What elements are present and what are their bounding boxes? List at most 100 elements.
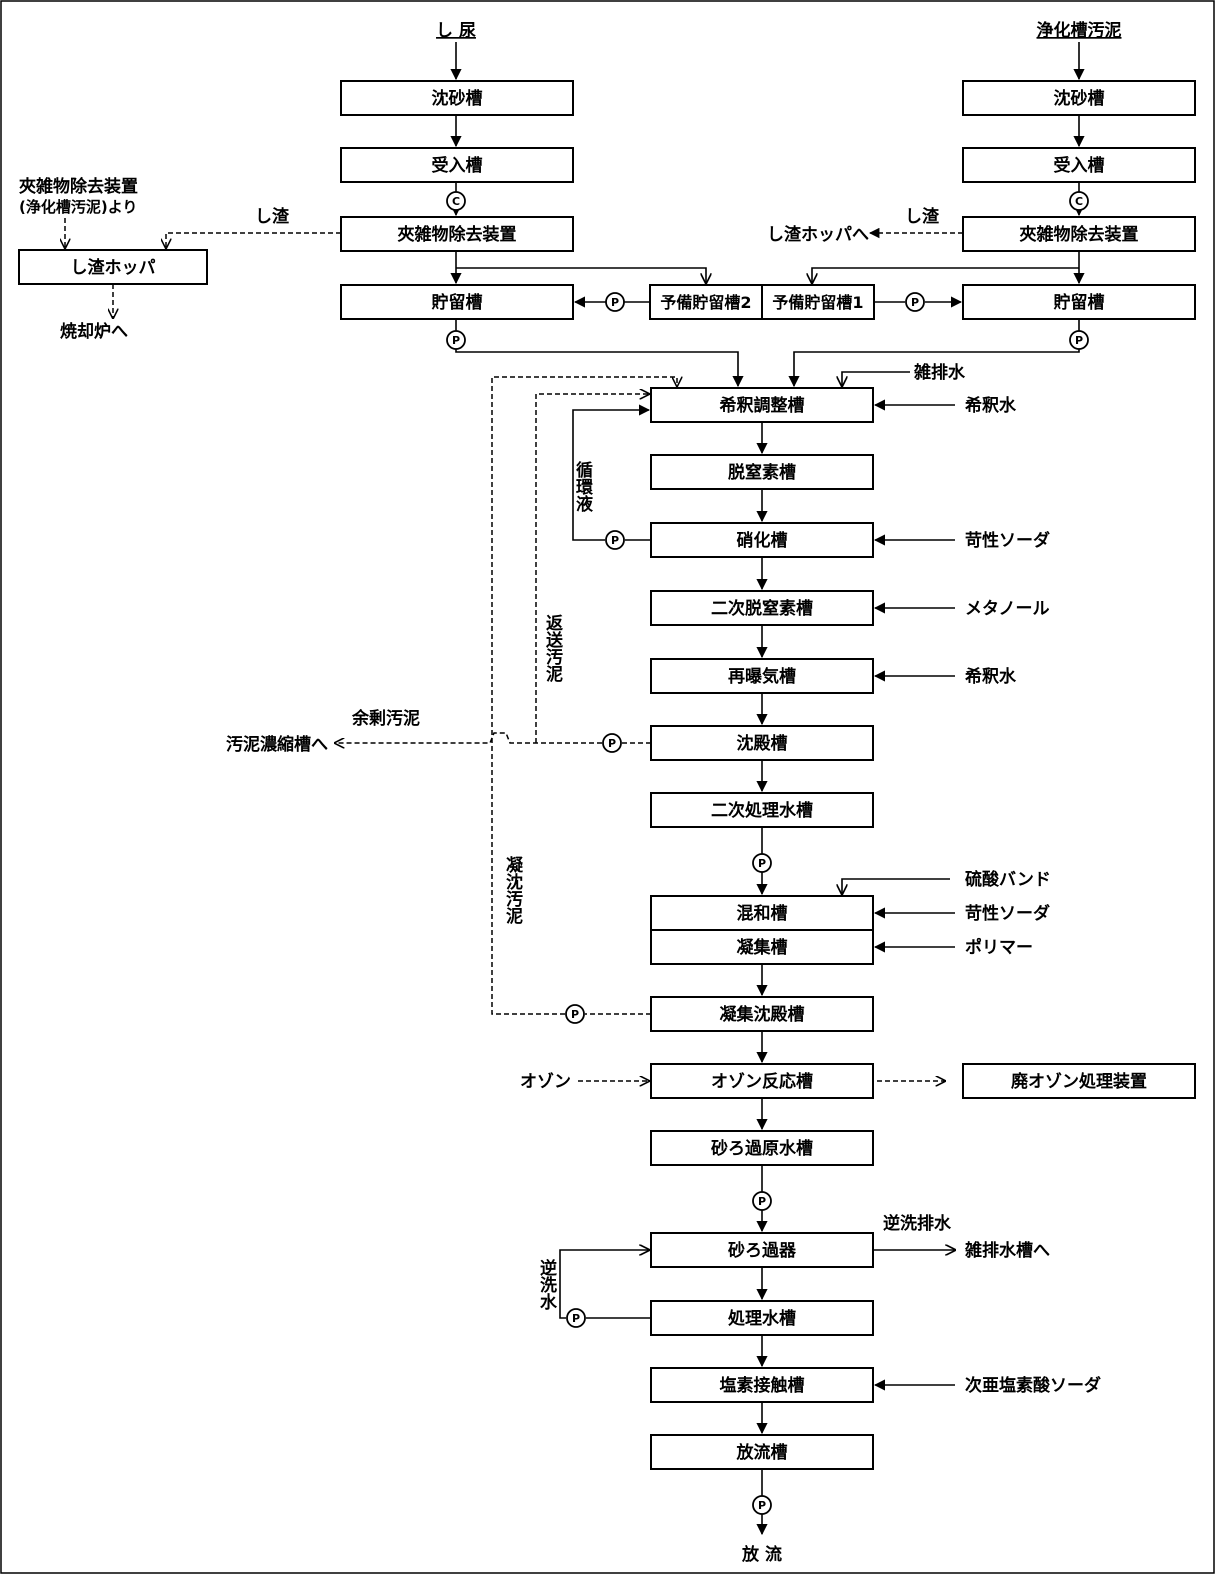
svg-text:硝化槽: 硝化槽 — [737, 530, 788, 551]
right-chinsa-box: 沈砂槽 — [962, 80, 1196, 116]
svg-text:希釈調整槽: 希釈調整槽 — [720, 395, 805, 416]
svg-text:P: P — [572, 1312, 580, 1325]
niji-datsu-box: 二次脱窒素槽 — [650, 590, 874, 626]
chem-methanol: メタノール — [965, 599, 1050, 619]
svg-text:貯留槽: 貯留槽 — [1054, 292, 1105, 313]
svg-text:予備貯留槽2: 予備貯留槽2 — [660, 293, 751, 312]
screenings-label-left: し渣 — [255, 206, 290, 227]
svg-text:沈殿槽: 沈殿槽 — [737, 733, 788, 754]
chem-zatsu-haisui: 雑排水 — [913, 362, 966, 383]
flow-hensou-odei: 返送汚泥 — [542, 614, 563, 683]
svg-text:廃オゾン処理装置: 廃オゾン処理装置 — [1011, 1071, 1147, 1092]
svg-text:し渣ホッパ: し渣ホッパ — [71, 257, 156, 278]
svg-text:二次脱窒素槽: 二次脱窒素槽 — [711, 598, 813, 619]
svg-text:P: P — [611, 534, 619, 547]
pump-icon: P — [752, 1191, 772, 1211]
chem-kishakusui-2: 希釈水 — [965, 666, 1017, 687]
horyu-box: 放流槽 — [650, 1434, 874, 1470]
from-johkaso-line1: 夾雑物除去装置 — [19, 176, 138, 197]
svg-text:P: P — [911, 296, 919, 309]
svg-text:オゾン反応槽: オゾン反応槽 — [711, 1071, 813, 1092]
pump-icon: P — [905, 292, 925, 312]
yobi1-box: 予備貯留槽1 — [761, 284, 875, 320]
svg-text:二次処理水槽: 二次処理水槽 — [711, 800, 813, 821]
crusher-icon: C — [446, 191, 466, 211]
left-chozou-box: 貯留槽 — [340, 284, 574, 320]
svg-text:塩素接触槽: 塩素接触槽 — [720, 1375, 805, 1396]
svg-text:P: P — [1075, 334, 1083, 347]
svg-text:P: P — [758, 1195, 766, 1208]
to-incinerator: 焼却炉へ — [60, 321, 128, 342]
svg-text:混和槽: 混和槽 — [737, 903, 788, 924]
right-kyozatsu-box: 夾雑物除去装置 — [962, 216, 1196, 252]
svg-text:P: P — [611, 296, 619, 309]
pump-icon: P — [605, 530, 625, 550]
screenings-label-right: し渣 — [905, 206, 940, 227]
source-johkaso: 浄化槽汚泥 — [1037, 20, 1122, 41]
pump-icon: P — [446, 330, 466, 350]
enso-box: 塩素接触槽 — [650, 1367, 874, 1403]
svg-text:P: P — [758, 857, 766, 870]
hopper-box: し渣ホッパ — [18, 249, 208, 285]
flow-gyochin-odei: 凝沈汚泥 — [502, 856, 523, 925]
pump-icon: P — [752, 1495, 772, 1515]
flow-to-noshuku: 汚泥濃縮槽へ — [226, 734, 328, 755]
svg-text:P: P — [608, 737, 616, 750]
shorisui-box: 処理水槽 — [650, 1300, 874, 1336]
yobi2-box: 予備貯留槽2 — [649, 284, 763, 320]
gyoshu-chinden-box: 凝集沈殿槽 — [650, 996, 874, 1032]
right-chozou-box: 貯留槽 — [962, 284, 1196, 320]
chem-kasei-soda-1: 苛性ソーダ — [965, 530, 1050, 551]
svg-text:P: P — [758, 1499, 766, 1512]
chem-jiaensosan-soda: 次亜塩素酸ソーダ — [965, 1375, 1101, 1396]
svg-text:凝集槽: 凝集槽 — [737, 937, 788, 958]
gyoshu-box: 凝集槽 — [650, 929, 874, 965]
konwa-box: 混和槽 — [650, 895, 874, 931]
chem-kasei-soda-2: 苛性ソーダ — [965, 903, 1050, 924]
shoka-box: 硝化槽 — [650, 522, 874, 558]
flow-gyakusen-haisui: 逆洗排水 — [883, 1213, 952, 1234]
pump-icon: P — [605, 292, 625, 312]
svg-text:放流槽: 放流槽 — [736, 1442, 788, 1463]
flow-junkan-eki: 循環液 — [572, 460, 593, 513]
svg-text:砂ろ過原水槽: 砂ろ過原水槽 — [711, 1138, 813, 1159]
svg-text:再曝気槽: 再曝気槽 — [728, 666, 796, 687]
flow-gyakusen-sui: 逆洗水 — [536, 1258, 557, 1311]
kishaku-box: 希釈調整槽 — [650, 387, 874, 423]
chem-ryusan-band: 硫酸バンド — [965, 869, 1051, 890]
chem-ozone-in: オゾン — [520, 1072, 571, 1092]
svg-text:処理水槽: 処理水槽 — [727, 1308, 796, 1329]
left-chinsa-box: 沈砂槽 — [340, 80, 574, 116]
flow-yojo-odei: 余剰汚泥 — [351, 708, 420, 729]
dashed-flow-lines — [65, 218, 963, 1081]
pump-icon: P — [602, 733, 622, 753]
svg-text:受入槽: 受入槽 — [1054, 155, 1105, 176]
svg-text:脱窒素槽: 脱窒素槽 — [728, 462, 796, 483]
sunaroka-gen-box: 砂ろ過原水槽 — [650, 1130, 874, 1166]
to-hopper: し渣ホッパへ — [767, 224, 869, 245]
solid-flow-lines — [450, 42, 1085, 1536]
svg-text:P: P — [571, 1008, 579, 1021]
hai-ozone-box: 廃オゾン処理装置 — [962, 1063, 1196, 1099]
pump-icon: P — [566, 1308, 586, 1328]
svg-text:受入槽: 受入槽 — [432, 155, 483, 176]
ozone-box: オゾン反応槽 — [650, 1063, 874, 1099]
pump-icon: P — [1069, 330, 1089, 350]
chinden-box: 沈殿槽 — [650, 725, 874, 761]
flow-horyu-out: 放 流 — [741, 1544, 782, 1565]
svg-text:夾雑物除去装置: 夾雑物除去装置 — [398, 224, 517, 245]
svg-text:沈砂槽: 沈砂槽 — [1054, 88, 1105, 109]
svg-text:凝集沈殿槽: 凝集沈殿槽 — [720, 1004, 805, 1025]
svg-text:貯留槽: 貯留槽 — [432, 292, 483, 313]
crusher-icon: C — [1069, 191, 1089, 211]
svg-text:C: C — [1075, 195, 1083, 208]
datsuchitso-box: 脱窒素槽 — [650, 454, 874, 490]
from-johkaso-line2: (浄化槽汚泥)より — [19, 198, 137, 216]
left-kyozatsu-box: 夾雑物除去装置 — [340, 216, 574, 252]
left-ukeire-box: 受入槽 — [340, 147, 574, 183]
flow-to-zatsuhaisui: 雑排水槽へ — [964, 1240, 1050, 1261]
pump-icon: P — [565, 1004, 585, 1024]
sunaroka-box: 砂ろ過器 — [650, 1232, 874, 1268]
svg-text:沈砂槽: 沈砂槽 — [432, 88, 483, 109]
